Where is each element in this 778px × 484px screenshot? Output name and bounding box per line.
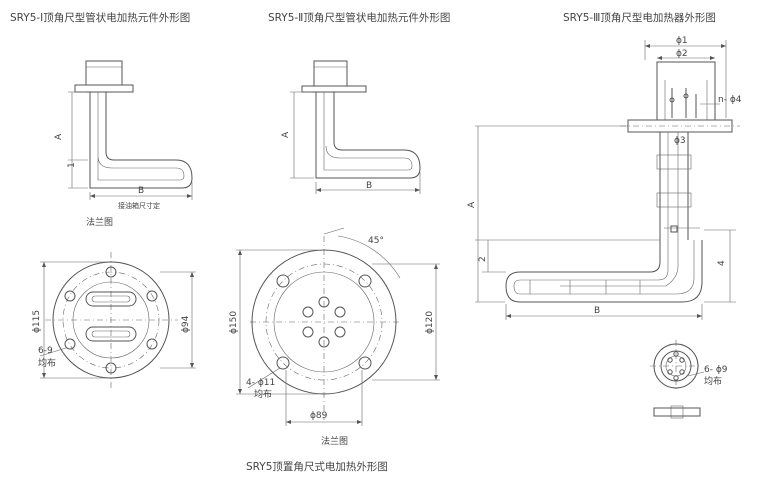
dim-evenly-3: 均布	[704, 375, 722, 387]
dim-holes-6-9: 6-9	[38, 346, 53, 356]
drawing-1-side-view	[68, 60, 193, 200]
dim-1: 1	[67, 162, 77, 168]
dim-phi94: ϕ94	[181, 315, 191, 333]
dim-6-phi9: 6- ϕ9	[704, 365, 728, 375]
dim-2: 2	[478, 256, 488, 262]
dim-phi115: ϕ115	[32, 310, 42, 333]
dim-4: 4	[717, 260, 727, 266]
dim-holes-4-phi11: 4- ϕ11	[246, 378, 275, 388]
dim-evenly-1: 均布	[38, 357, 56, 369]
dim-A-2: A	[281, 131, 291, 138]
dim-phi150: ϕ150	[229, 311, 239, 334]
note-oil-tank: 接油箱尺寸定	[118, 201, 160, 210]
dim-B-1: B	[138, 186, 144, 196]
drawing-2-side-view	[290, 60, 421, 194]
bottom-caption: SRY5顶置角尺式电加热外形图	[246, 460, 388, 473]
flange-1-view	[39, 252, 196, 388]
drawing-3-side-view	[475, 40, 740, 320]
dim-phi2: ϕ2	[676, 49, 688, 59]
drawing-3-small-flange	[650, 340, 705, 419]
title-sry5-2: SRY5-Ⅱ顶角尺型管状电加热元件外形图	[268, 11, 450, 24]
flange-2-view	[236, 227, 440, 426]
flange-label-1: 法兰图	[86, 216, 113, 228]
dim-phi3: ϕ3	[674, 136, 686, 146]
dim-phi120: ϕ120	[425, 311, 435, 334]
dim-n-phi4: n- ϕ4	[718, 95, 742, 105]
dim-45-deg: 45°	[368, 236, 384, 246]
dim-evenly-2: 均布	[254, 388, 272, 400]
dim-phi1: ϕ1	[676, 36, 688, 46]
flange-label-2: 法兰图	[321, 435, 348, 447]
dim-B-2: B	[366, 181, 372, 191]
dim-phi89: ϕ89	[310, 411, 328, 421]
title-sry5-3: SRY5-Ⅲ顶角尺型电加热器外形图	[563, 11, 716, 24]
dim-B-3: B	[594, 306, 600, 316]
title-sry5-1: SRY5-Ⅰ顶角尺型管状电加热元件外形图	[10, 11, 190, 24]
dim-A-3: A	[467, 201, 477, 208]
dim-A-1: A	[54, 133, 64, 140]
